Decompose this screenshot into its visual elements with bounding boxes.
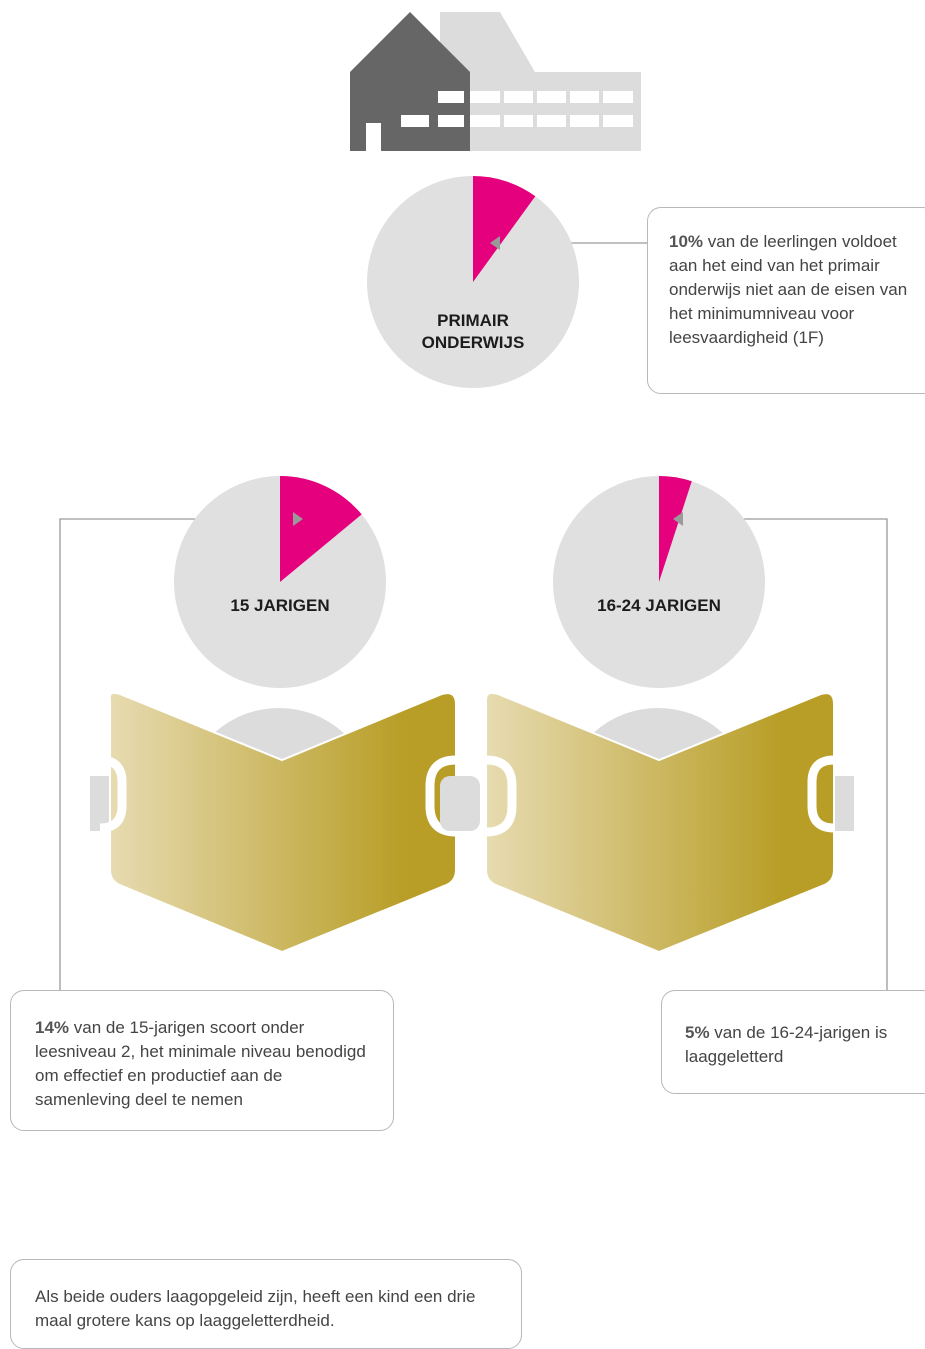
callout-primair: 10% van de leerlingen voldoet aan het ei… (647, 207, 925, 394)
callout-fifteen-value: 14% (35, 1018, 70, 1037)
callout-fifteen: 14% van de 15-jarigen scoort onder leesn… (10, 990, 394, 1131)
callout-primair-value: 10% (669, 232, 704, 251)
connector-sixteen (676, 518, 888, 990)
callout-sixteen: 5% van de 16-24-jarigen is laaggeletterd (661, 990, 925, 1094)
pie-15-jarigen: 15 JARIGEN (174, 476, 386, 688)
pie-16-24-jarigen: 16-24 JARIGEN (553, 476, 765, 688)
pie-title-line: 15 JARIGEN (230, 596, 329, 615)
pointer-arrow-icon (673, 512, 683, 526)
pie-slice-highlight (473, 176, 536, 282)
callout-sixteen-value: 5% (685, 1023, 710, 1042)
pie-title-line: PRIMAIR (437, 311, 509, 330)
pie-slice-highlight (659, 476, 692, 582)
callout-primair-text: van de leerlingen voldoet aan het eind v… (669, 232, 908, 347)
pie-slice-highlight (280, 476, 362, 582)
pointer-arrow-icon (293, 512, 303, 526)
pie-title-line: 16-24 JARIGEN (597, 596, 721, 615)
pie-title-line: ONDERWIJS (422, 333, 525, 352)
callout-fifteen-text: van de 15-jarigen scoort onder leesnivea… (35, 1018, 366, 1109)
callout-parents-text: Als beide ouders laagopgeleid zijn, heef… (35, 1287, 476, 1330)
pointer-arrow-icon (490, 236, 500, 250)
reader-left-icon (90, 691, 468, 954)
school-building-icon (350, 12, 641, 151)
callout-sixteen-text: van de 16-24-jarigen is laaggeletterd (685, 1023, 888, 1066)
pie-primair-onderwijs: PRIMAIR ONDERWIJS (367, 176, 579, 388)
callout-parents: Als beide ouders laagopgeleid zijn, heef… (10, 1259, 522, 1349)
reader-right-icon (440, 691, 854, 954)
